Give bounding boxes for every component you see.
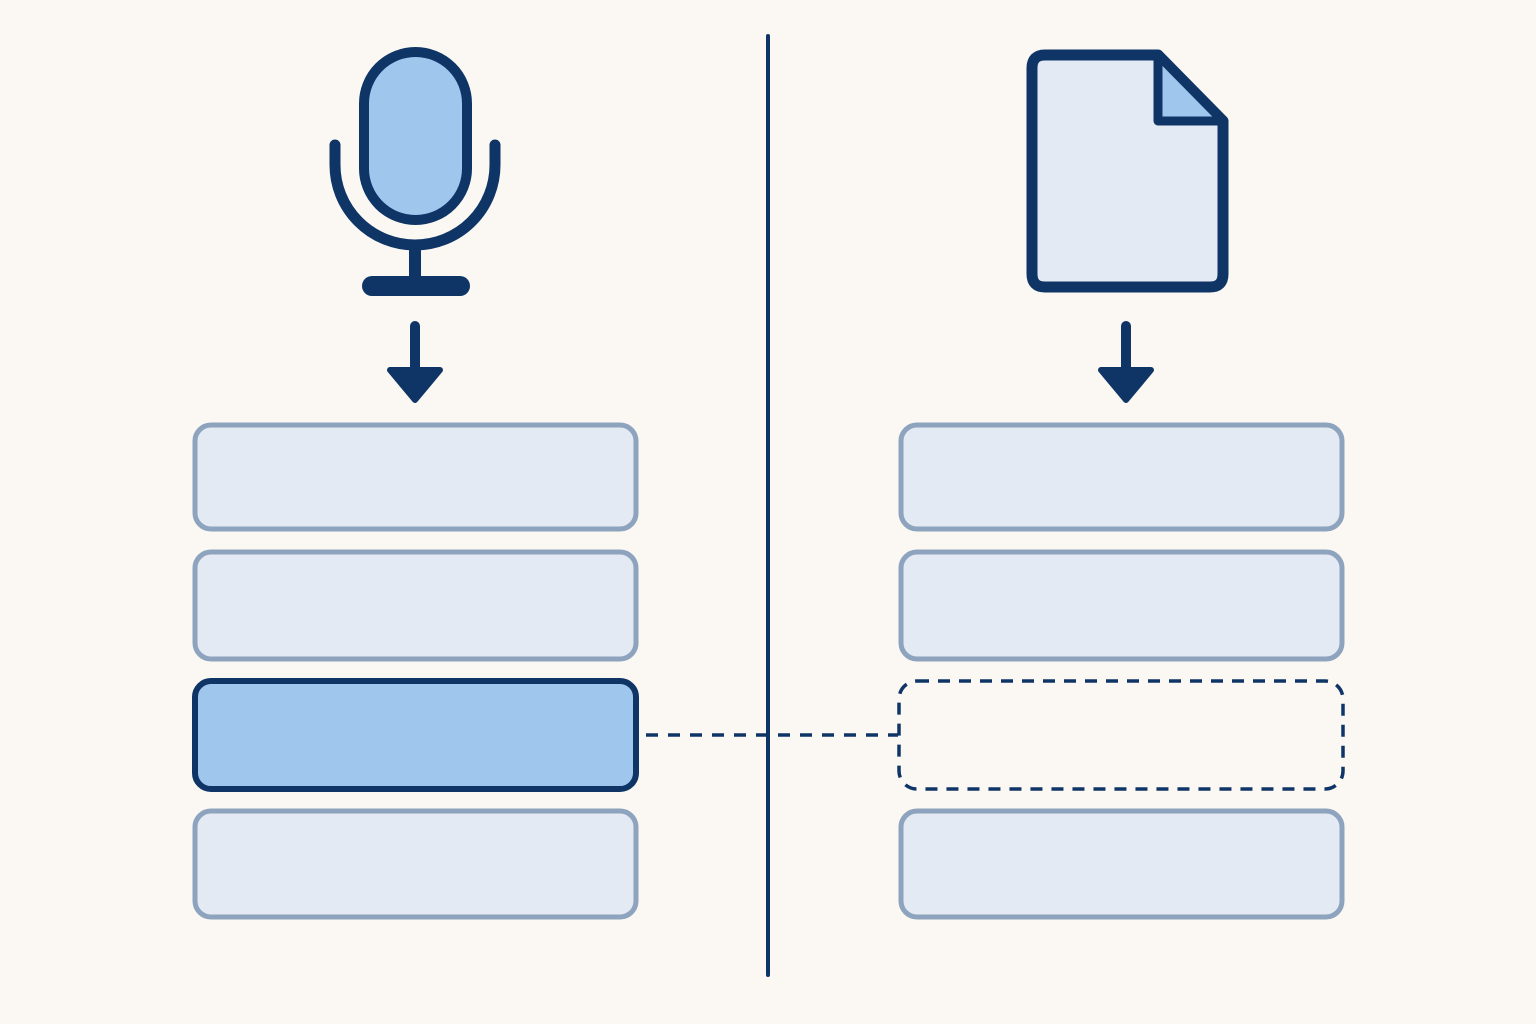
left-column-rows bbox=[192, 422, 639, 920]
right-row-1 bbox=[898, 422, 1345, 532]
right-row-2 bbox=[898, 549, 1345, 662]
right-column-rows bbox=[897, 422, 1345, 920]
arrow-down-icon bbox=[387, 321, 443, 403]
right-row-4 bbox=[898, 808, 1345, 920]
left-row-1 bbox=[192, 422, 639, 532]
microphone-icon bbox=[329, 47, 501, 296]
right-row-3-missing-placeholder bbox=[897, 679, 1345, 791]
left-row-2 bbox=[192, 549, 639, 662]
left-row-3-highlighted bbox=[192, 678, 639, 792]
document-icon bbox=[1026, 49, 1229, 293]
left-row-4 bbox=[192, 808, 639, 920]
arrow-down-icon bbox=[1098, 321, 1154, 403]
